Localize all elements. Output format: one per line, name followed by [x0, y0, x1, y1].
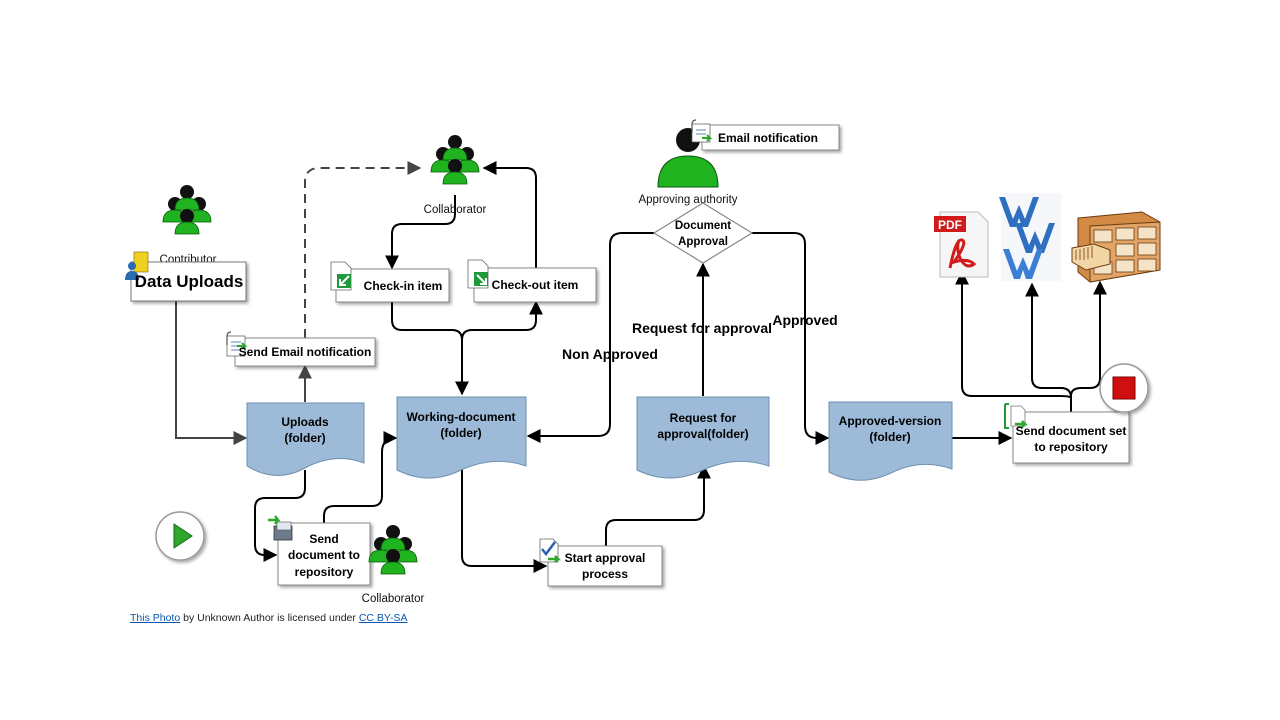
send-document-line1: Send	[309, 532, 338, 546]
collaborator-top-group-icon	[431, 135, 479, 184]
edge-label-non-approved: Non Approved	[562, 346, 658, 362]
play-button[interactable]	[155, 511, 205, 561]
edge-working-to-startapproval	[461, 466, 548, 573]
request-approval-folder-shape	[636, 396, 770, 479]
send-to-repository-icon	[268, 515, 293, 541]
credit-text: by Unknown Author is licensed under	[180, 612, 359, 624]
edge-approval-to-working-nonapproved	[526, 232, 654, 443]
user-upload-icon	[125, 251, 149, 280]
edge-label-approved: Approved	[772, 312, 837, 328]
svg-text:PDF: PDF	[938, 218, 962, 232]
data-uploads-title: Data Uploads	[135, 272, 244, 291]
send-document-set-line2: to repository	[1034, 440, 1108, 454]
check-in-box	[335, 268, 450, 303]
data-uploads-box	[130, 261, 247, 302]
edge-collaborator-to-checkin	[385, 195, 456, 270]
email-attachment-icon	[226, 331, 248, 357]
check-out-box	[473, 267, 597, 303]
stop-icon	[1112, 376, 1136, 400]
document-approval-diamond	[652, 202, 754, 264]
edge-data-uploads-to-uploads	[175, 301, 248, 445]
photo-link[interactable]: This Photo	[130, 612, 181, 624]
edge-email-to-collaborator	[304, 161, 422, 338]
start-approval-box	[547, 545, 663, 587]
filing-cabinet-icon	[1071, 211, 1161, 283]
approving-authority-label: Approving authority	[638, 194, 737, 206]
start-approval-line2: process	[582, 567, 628, 581]
edge-approval-to-approved	[752, 232, 830, 445]
edge-label-request-for-approval: Request for approval	[632, 320, 772, 336]
edge-senddocset-to-pdf	[955, 270, 1072, 412]
word-document-icon	[999, 193, 1061, 281]
working-document-folder-line1: Working-document	[406, 410, 515, 424]
uploads-folder-line2: (folder)	[284, 431, 325, 445]
collaborator-bottom-group-icon	[369, 525, 417, 574]
edge-uploads-to-senddoc	[254, 470, 306, 562]
send-document-to-repository-box	[277, 522, 371, 586]
contributor-group-icon	[163, 185, 211, 234]
photo-credit: This Photo by Unknown Author is licensed…	[130, 612, 407, 624]
edge-senddocset-to-word	[1025, 282, 1072, 399]
edge-checkout-to-collaborator	[482, 161, 537, 268]
working-document-folder-shape	[396, 396, 527, 479]
request-approval-folder-line1: Request for	[670, 411, 737, 425]
approved-version-folder-line1: Approved-version	[839, 414, 942, 428]
play-icon	[173, 523, 193, 549]
edges	[175, 161, 1107, 573]
collaborator-bottom-label: Collaborator	[362, 593, 425, 605]
document-approval-line2: Approval	[678, 236, 728, 248]
uploads-folder-line1: Uploads	[281, 415, 329, 429]
send-document-line2: document to	[288, 548, 360, 562]
request-approval-folder-line2: approval(folder)	[657, 427, 748, 441]
send-document-set-line1: Send document set	[1016, 424, 1127, 438]
check-in-doc-icon	[330, 261, 352, 291]
edge-working-to-checkout	[461, 300, 543, 341]
email-notification-icon	[691, 119, 713, 143]
send-email-notification-label: Send Email notification	[239, 345, 372, 359]
start-approval-line1: Start approval	[565, 551, 646, 565]
document-set-icon	[1004, 403, 1029, 429]
send-document-set-box	[1012, 411, 1130, 464]
approved-version-folder-shape	[828, 401, 953, 481]
check-out-doc-icon	[467, 259, 489, 289]
send-email-notification-box	[234, 337, 376, 367]
document-approval-line1: Document	[675, 220, 731, 232]
uploads-folder-shape	[246, 402, 365, 477]
start-approval-icon	[539, 538, 562, 563]
edge-checkin-to-working	[391, 302, 469, 396]
email-notification-box	[701, 124, 840, 151]
check-in-label: Check-in item	[364, 279, 443, 293]
send-document-line3: repository	[295, 565, 354, 579]
stop-button[interactable]	[1099, 363, 1149, 413]
edge-startapproval-to-request	[605, 464, 711, 546]
edge-senddocset-to-cabinet	[1070, 280, 1107, 397]
check-out-label: Check-out item	[492, 278, 579, 292]
working-document-folder-line2: (folder)	[440, 426, 481, 440]
email-notification-label: Email notification	[718, 131, 818, 145]
license-link[interactable]: CC BY-SA	[358, 612, 408, 624]
collaborator-top-label: Collaborator	[424, 204, 487, 216]
pdf-file-icon: PDF	[934, 211, 989, 278]
approved-version-folder-line2: (folder)	[869, 430, 910, 444]
edge-senddoc-to-working	[323, 431, 398, 523]
